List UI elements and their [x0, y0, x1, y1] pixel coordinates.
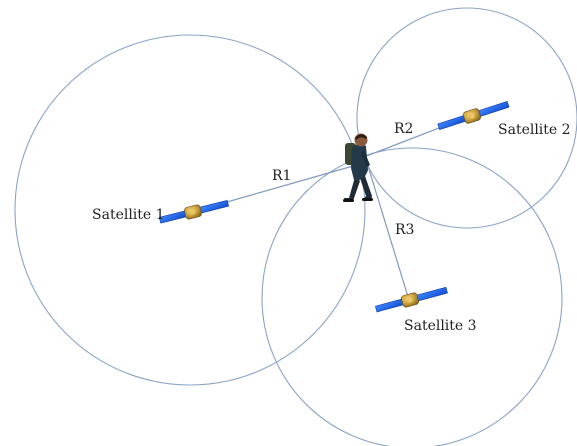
- satellite-1-icon: [158, 200, 230, 224]
- satellite-3-icon: [375, 286, 448, 313]
- satellite-1-label: Satellite 1: [92, 207, 165, 223]
- satellite-2-label: Satellite 2: [498, 122, 571, 138]
- range-label-r3: R3: [395, 222, 414, 238]
- range-line-3: [367, 165, 410, 301]
- satellite-2-icon: [437, 101, 510, 131]
- range-circle-1: [14, 34, 366, 386]
- range-circle-2: [356, 7, 577, 229]
- person-icon: [343, 133, 373, 202]
- range-circle-3: [261, 147, 563, 446]
- range-label-r1: R1: [272, 168, 291, 184]
- range-label-r2: R2: [394, 121, 413, 137]
- satellite-3-label: Satellite 3: [404, 318, 477, 334]
